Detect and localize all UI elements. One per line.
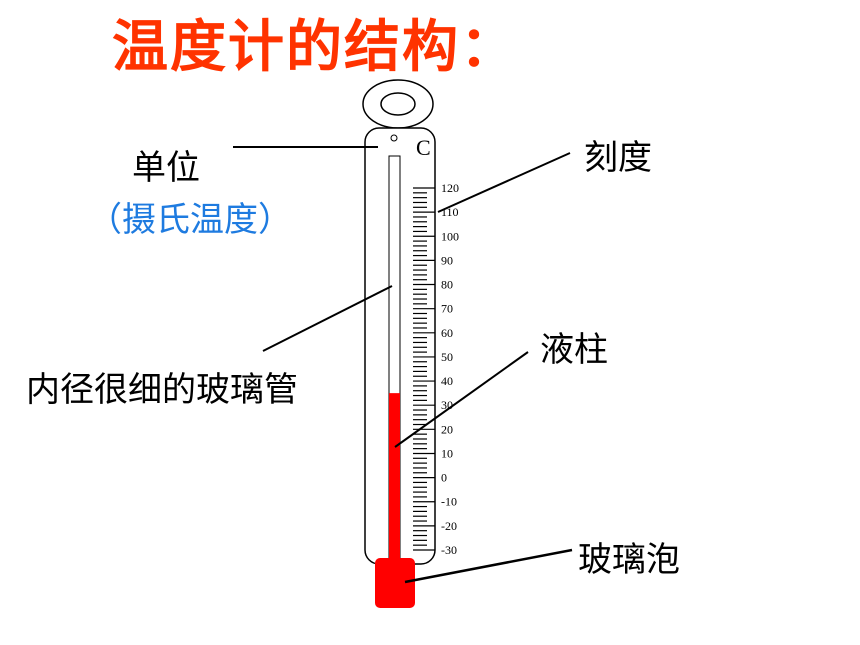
tube-leader-line — [262, 285, 393, 352]
tick-label: 60 — [441, 326, 453, 340]
tick-label: -30 — [441, 543, 457, 557]
scale-label: 刻度 — [584, 138, 652, 178]
tick-label: 100 — [441, 229, 459, 243]
scale-leader-line — [437, 152, 571, 213]
glass-bulb — [375, 558, 415, 608]
column-leader-line — [394, 351, 529, 448]
tick-label: 90 — [441, 253, 453, 267]
tick-label: 50 — [441, 350, 453, 364]
tick-label: 20 — [441, 422, 453, 436]
tick-label: 80 — [441, 278, 453, 292]
tick-label: 10 — [441, 446, 453, 460]
page-title: 温度计的结构： — [112, 15, 518, 80]
column-label: 液柱 — [540, 330, 608, 370]
bulb-label: 玻璃泡 — [578, 540, 680, 580]
tick-label: 0 — [441, 471, 447, 485]
tick-label: 40 — [441, 374, 453, 388]
tick-label: -10 — [441, 495, 457, 509]
tick-label: -20 — [441, 519, 457, 533]
unit-label: 单位 — [132, 148, 200, 188]
unit-note-label: （摄氏温度） — [88, 200, 292, 240]
liquid-column — [389, 393, 400, 561]
tick-label: 70 — [441, 302, 453, 316]
hang-hole — [390, 134, 398, 142]
tick-label: 120 — [441, 181, 459, 195]
unit-symbol: C — [416, 135, 431, 160]
bulb-leader-line — [404, 548, 573, 584]
hanging-ring-inner — [380, 92, 416, 116]
tube-label: 内径很细的玻璃管 — [26, 370, 298, 410]
